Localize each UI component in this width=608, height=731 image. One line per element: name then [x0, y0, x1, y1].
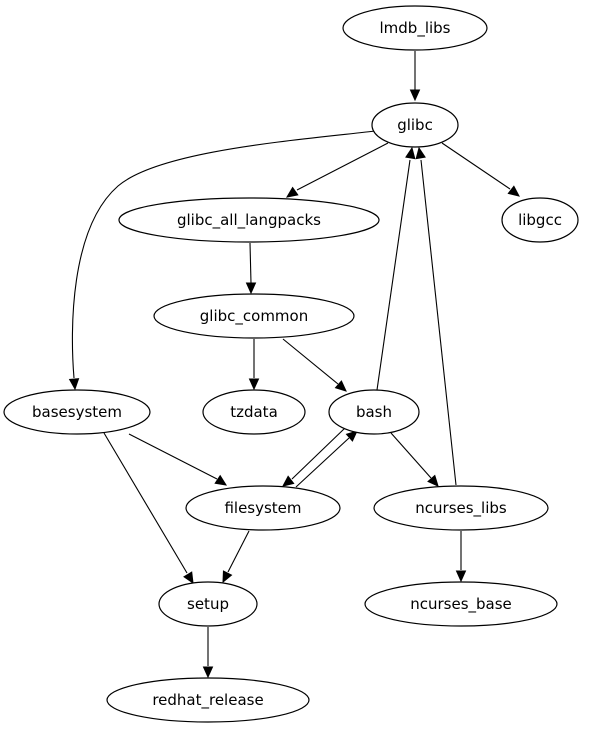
- edge-setup-to-redhat_release: [202, 627, 214, 679]
- edge-basesystem-to-setup: [103, 432, 194, 585]
- node-bash[interactable]: bash: [328, 389, 420, 435]
- node-ellipse: [328, 389, 420, 435]
- node-label: libgcc: [518, 211, 562, 229]
- node-label: ncurses_base: [410, 595, 512, 614]
- node-redhat-release[interactable]: redhat_release: [106, 677, 310, 723]
- edge-line: [296, 142, 389, 191]
- node-glibc-all-langpacks[interactable]: glibc_all_langpacks: [118, 197, 380, 243]
- edge-line: [441, 142, 511, 190]
- node-label: basesystem: [32, 403, 122, 421]
- edge-bash-to-glibc: [376, 146, 416, 391]
- node-label: redhat_release: [152, 691, 263, 710]
- arrowhead: [68, 378, 80, 391]
- arrowhead: [282, 475, 295, 487]
- edge-ncurses_libs-to-ncurses_base: [455, 531, 467, 583]
- arrowhead: [455, 570, 467, 583]
- arrowhead: [245, 282, 257, 295]
- edge-basesystem-to-filesystem: [128, 433, 228, 486]
- edge-lmdb_libs-to-glibc: [409, 51, 421, 102]
- node-ellipse: [3, 389, 151, 435]
- node-ellipse: [118, 197, 380, 243]
- edge-line: [390, 432, 432, 479]
- arrowhead: [427, 474, 439, 487]
- node-label: setup: [187, 595, 229, 613]
- edge-glibc-to-glibc_all_langpacks: [286, 142, 389, 198]
- node-lmdb-libs[interactable]: lmdb_libs: [342, 5, 488, 51]
- node-ellipse: [364, 581, 558, 627]
- arrowhead: [248, 378, 260, 391]
- edge-glibc_common-to-bash: [282, 338, 347, 392]
- arrowhead: [222, 570, 233, 584]
- node-label: glibc: [397, 116, 433, 134]
- edge-filesystem-to-setup: [222, 530, 250, 584]
- edge-glibc_common-to-tzdata: [248, 339, 260, 391]
- node-ellipse: [153, 293, 355, 339]
- node-ellipse: [158, 581, 258, 627]
- node-ellipse: [106, 677, 310, 723]
- arrowhead: [214, 474, 228, 486]
- arrowhead: [345, 430, 358, 442]
- arrowhead: [415, 146, 426, 160]
- node-ellipse: [342, 5, 488, 51]
- edge-bash-to-ncurses_libs: [390, 432, 439, 487]
- node-label: tzdata: [230, 403, 278, 421]
- edge-ncurses_libs-to-glibc: [415, 146, 457, 486]
- node-label: glibc_all_langpacks: [177, 211, 321, 230]
- node-label: lmdb_libs: [380, 19, 451, 38]
- node-setup[interactable]: setup: [158, 581, 258, 627]
- node-ellipse: [501, 197, 579, 243]
- node-glibc-common[interactable]: glibc_common: [153, 293, 355, 339]
- arrowhead: [507, 185, 520, 197]
- edge-line: [249, 242, 252, 284]
- node-ellipse: [202, 389, 306, 435]
- edge-line: [420, 159, 457, 486]
- edges-layer: [68, 51, 520, 679]
- edge-filesystem-to-bash: [295, 430, 358, 488]
- arrowhead: [405, 146, 416, 160]
- edge-line: [282, 338, 339, 385]
- edge-bash-to-filesystem: [282, 427, 346, 487]
- edge-glibc-to-libgcc: [441, 142, 520, 197]
- edge-line: [227, 530, 250, 573]
- edge-line: [376, 159, 411, 391]
- arrowhead: [202, 666, 214, 679]
- edge-line: [128, 433, 218, 480]
- node-label: bash: [356, 403, 392, 421]
- node-libgcc[interactable]: libgcc: [501, 197, 579, 243]
- arrowhead: [409, 89, 421, 102]
- edge-line: [295, 437, 350, 488]
- edge-line: [103, 432, 188, 574]
- node-ellipse: [371, 102, 459, 148]
- node-label: ncurses_libs: [415, 499, 507, 518]
- node-ncurses-base[interactable]: ncurses_base: [364, 581, 558, 627]
- node-filesystem[interactable]: filesystem: [185, 485, 341, 531]
- arrowhead: [334, 380, 347, 392]
- edge-line: [71, 130, 376, 379]
- node-basesystem[interactable]: basesystem: [3, 389, 151, 435]
- node-glibc[interactable]: glibc: [371, 102, 459, 148]
- edge-glibc_all_langpacks-to-glibc_common: [245, 242, 257, 295]
- edge-line: [291, 427, 346, 480]
- edge-glibc-to-basesystem: [68, 130, 376, 391]
- node-label: filesystem: [224, 499, 301, 517]
- node-ellipse: [185, 485, 341, 531]
- arrowhead: [183, 571, 194, 585]
- arrowhead: [286, 186, 299, 198]
- node-ellipse: [373, 485, 549, 531]
- node-label: glibc_common: [200, 307, 308, 326]
- node-ncurses-libs[interactable]: ncurses_libs: [373, 485, 549, 531]
- node-tzdata[interactable]: tzdata: [202, 389, 306, 435]
